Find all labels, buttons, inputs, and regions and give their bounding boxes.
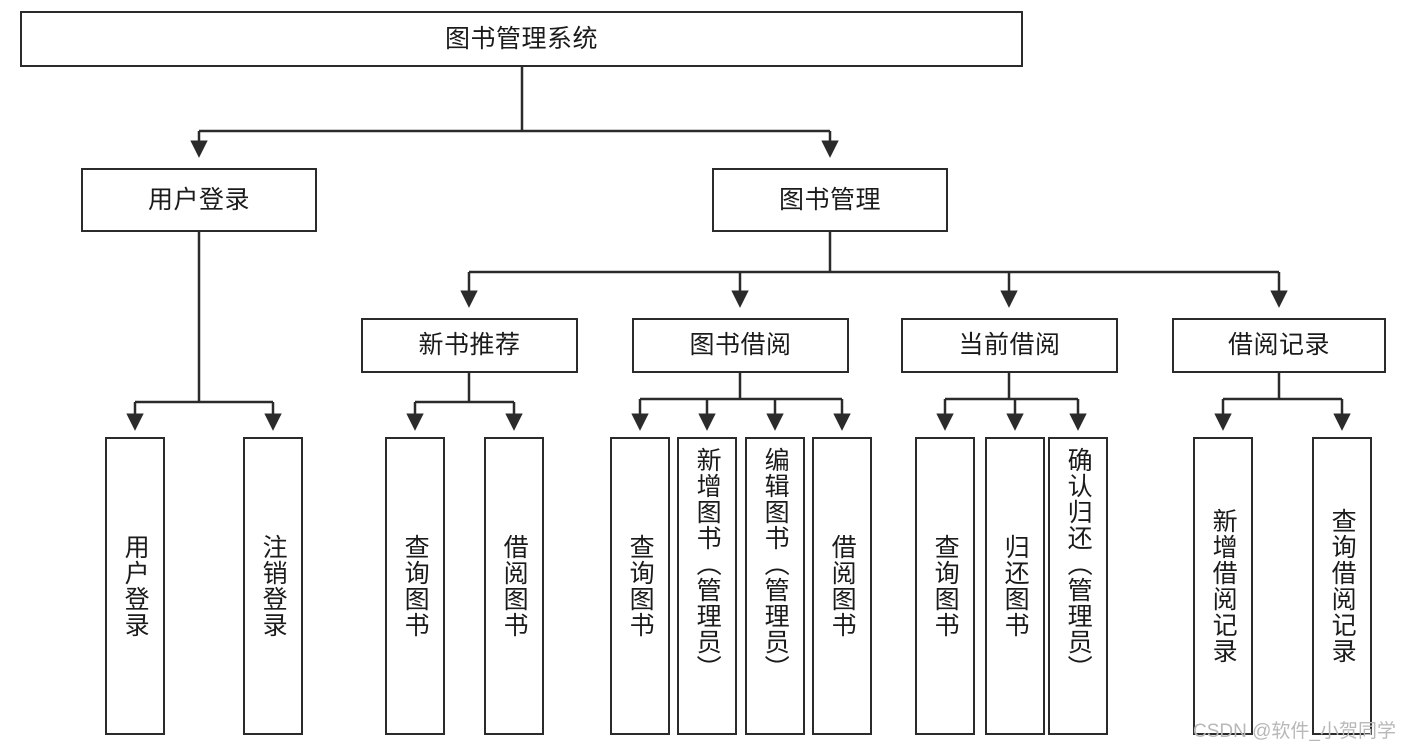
node-current-borrow[interactable]: 当前借阅: [901, 318, 1118, 373]
node-leaf-user-login[interactable]: 用户登录: [105, 437, 165, 735]
node-book-manage[interactable]: 图书管理: [712, 168, 948, 232]
node-leaf-return-book-label: 归还图书: [1001, 534, 1030, 638]
node-leaf-query-book-cur[interactable]: 查询图书: [915, 437, 975, 735]
node-leaf-borrow-book-rec[interactable]: 借阅图书: [484, 437, 544, 735]
node-leaf-borrow-book[interactable]: 借阅图书: [812, 437, 872, 735]
node-leaf-confirm-return-admin-label: 确认归还（管理员）: [1064, 447, 1093, 681]
node-leaf-query-book[interactable]: 查询图书: [610, 437, 670, 735]
node-leaf-borrow-book-rec-label: 借阅图书: [500, 534, 529, 638]
node-leaf-query-borrow-record[interactable]: 查询借阅记录: [1312, 437, 1372, 735]
node-leaf-borrow-book-label: 借阅图书: [828, 534, 857, 638]
node-book-manage-label: 图书管理: [778, 185, 881, 214]
node-leaf-add-book-admin-label: 新增图书（管理员）: [693, 447, 722, 681]
node-leaf-query-book-label: 查询图书: [626, 534, 655, 638]
node-root[interactable]: 图书管理系统: [20, 11, 1023, 67]
node-leaf-add-book-admin[interactable]: 新增图书（管理员）: [677, 437, 737, 735]
node-root-label: 图书管理系统: [444, 24, 598, 53]
csdn-watermark: CSDN @软件_小贺同学: [1193, 721, 1396, 742]
node-leaf-add-borrow-record[interactable]: 新增借阅记录: [1193, 437, 1253, 735]
node-leaf-user-login-label: 用户登录: [121, 534, 150, 638]
node-current-borrow-label: 当前借阅: [958, 331, 1061, 359]
node-leaf-query-borrow-record-label: 查询借阅记录: [1328, 508, 1357, 664]
node-book-borrow-label: 图书借阅: [689, 331, 792, 359]
node-leaf-logout-login[interactable]: 注销登录: [243, 437, 303, 735]
node-book-borrow[interactable]: 图书借阅: [632, 318, 849, 373]
node-leaf-query-book-rec[interactable]: 查询图书: [385, 437, 445, 735]
node-borrow-record[interactable]: 借阅记录: [1172, 318, 1386, 373]
node-user-login-label: 用户登录: [147, 185, 250, 214]
node-leaf-query-book-rec-label: 查询图书: [401, 534, 430, 638]
node-leaf-query-book-cur-label: 查询图书: [931, 534, 960, 638]
node-leaf-edit-book-admin[interactable]: 编辑图书（管理员）: [745, 437, 805, 735]
node-leaf-logout-login-label: 注销登录: [259, 534, 288, 638]
node-new-book-rec[interactable]: 新书推荐: [361, 318, 578, 373]
node-user-login[interactable]: 用户登录: [81, 168, 317, 232]
node-leaf-return-book[interactable]: 归还图书: [985, 437, 1045, 735]
node-borrow-record-label: 借阅记录: [1227, 331, 1330, 359]
node-leaf-confirm-return-admin[interactable]: 确认归还（管理员）: [1048, 437, 1108, 735]
node-leaf-edit-book-admin-label: 编辑图书（管理员）: [761, 447, 790, 681]
node-new-book-rec-label: 新书推荐: [418, 331, 521, 359]
node-leaf-add-borrow-record-label: 新增借阅记录: [1209, 508, 1238, 664]
